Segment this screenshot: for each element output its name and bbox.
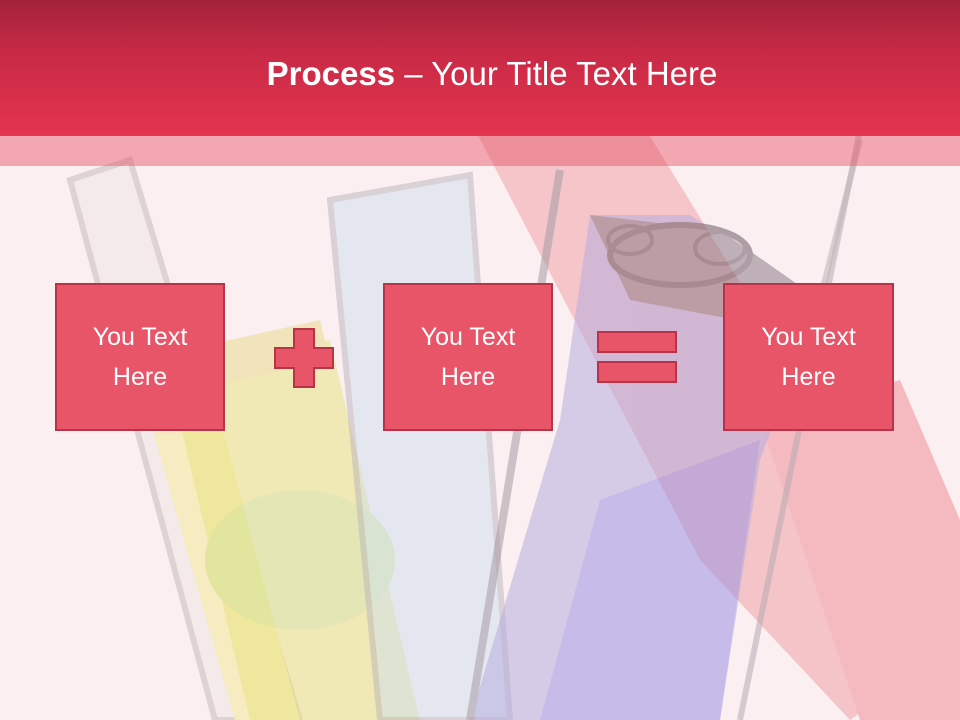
process-box-1: You Text Here: [55, 283, 225, 431]
title-bold-text: Process: [266, 55, 396, 92]
process-box-1-line1: You Text: [92, 323, 188, 351]
process-box-2-line1: You Text: [420, 323, 516, 351]
process-box-3: You Text Here: [723, 283, 894, 431]
plus-icon: [274, 328, 334, 388]
title-bar: [0, 0, 960, 136]
process-box-1-line2: Here: [112, 363, 168, 391]
equals-icon: [597, 331, 677, 383]
page-title: Process – Your Title Text Here: [0, 52, 960, 96]
process-box-3-line2: Here: [781, 363, 836, 391]
header-accent-band: [0, 136, 960, 166]
process-box-3-line1: You Text: [761, 323, 856, 351]
process-box-2: You Text Here: [383, 283, 553, 431]
process-box-2-line2: Here: [440, 363, 496, 391]
title-rest-text: – Your Title Text Here: [395, 55, 718, 92]
